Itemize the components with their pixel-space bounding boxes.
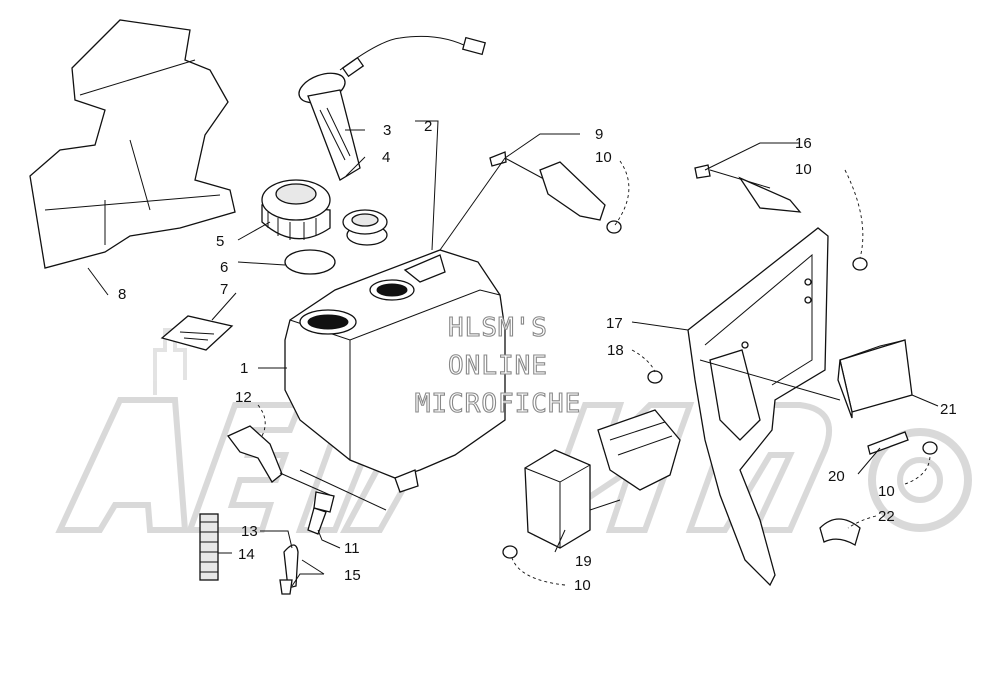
callout-2: 2: [424, 118, 432, 135]
callout-9: 9: [595, 126, 603, 143]
callout-21: 21: [940, 401, 957, 418]
callout-labels: 1 2 3 4 5 6 7 8 9 10 11 12 13 14 15 16 1…: [118, 118, 957, 594]
spring-part-14: [199, 513, 219, 581]
watermark-line-1: HLSM'S: [448, 313, 548, 343]
callout-1: 1: [240, 360, 248, 377]
callout-19: 19: [575, 553, 592, 570]
callout-16: 16: [795, 135, 812, 152]
callout-5: 5: [216, 233, 224, 250]
callout-7: 7: [220, 281, 228, 298]
nut-part-10d: [922, 441, 938, 455]
callout-10-c: 10: [574, 577, 591, 594]
clip-part-22: [819, 518, 861, 546]
fuel-tank-part-1: [284, 249, 506, 493]
callout-13: 13: [241, 523, 258, 540]
callout-14: 14: [238, 546, 255, 563]
fitting-part-11: [307, 491, 335, 535]
plate-part-20: [867, 431, 909, 455]
hose-part-13: [279, 544, 299, 595]
callout-15: 15: [344, 567, 361, 584]
callout-20: 20: [828, 468, 845, 485]
clamp-part-12: [226, 425, 283, 483]
callout-3: 3: [383, 122, 391, 139]
leader-lines: [87, 120, 939, 587]
callout-8: 8: [118, 286, 126, 303]
watermark-text: HLSM'S ONLINE MICROFICHE: [414, 312, 582, 419]
callout-11: 11: [344, 540, 360, 557]
callout-22: 22: [878, 508, 895, 525]
fuel-cap-part-5: [261, 179, 331, 240]
relay-part-19: [502, 409, 681, 559]
callout-10-a: 10: [595, 149, 612, 166]
callout-10-d: 10: [878, 483, 895, 500]
watermark-line-3: MICROFICHE: [415, 389, 582, 419]
grommet-part-4: [342, 209, 388, 246]
heat-shield-part-8: [29, 19, 236, 269]
callout-6: 6: [220, 259, 228, 276]
bolt-part-16: [694, 164, 868, 271]
o-ring-part-6: [284, 249, 336, 275]
callout-10-b: 10: [795, 161, 812, 178]
mounting-bracket-part-17: [687, 227, 829, 587]
module-part-21: [837, 339, 913, 419]
callout-4: 4: [382, 149, 390, 166]
callout-17: 17: [606, 315, 623, 332]
sending-unit-part-2: [298, 35, 487, 181]
nut-part-18: [647, 370, 663, 384]
callout-12: 12: [235, 389, 252, 406]
watermark-line-2: ONLINE: [448, 351, 548, 381]
decal-part-7: [160, 315, 234, 351]
callout-18: 18: [607, 342, 624, 359]
